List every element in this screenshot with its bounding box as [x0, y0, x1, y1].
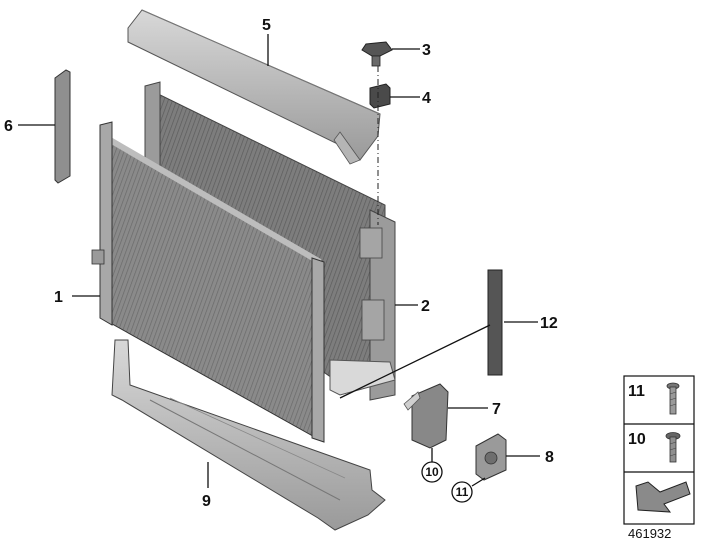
front-direction-arrow-icon [635, 481, 691, 513]
sensor-holder [475, 433, 507, 481]
svg-text:10: 10 [425, 465, 439, 479]
bracket [403, 383, 449, 449]
leader-lines [18, 34, 540, 488]
callout-8: 8 [545, 449, 554, 466]
circled-callout-10: 10 [421, 461, 443, 483]
upper-air-guide [127, 9, 381, 165]
condenser [91, 121, 325, 443]
reference-number: 461932 [628, 526, 671, 541]
callout-12: 12 [540, 315, 558, 332]
callout-4: 4 [422, 90, 431, 107]
circled-callout-11: 11 [451, 481, 473, 503]
bolt-icon [665, 432, 681, 463]
callout-2: 2 [421, 298, 430, 315]
svg-text:11: 11 [456, 485, 469, 499]
callout-1: 1 [54, 289, 63, 306]
side-seal-left [54, 69, 71, 184]
legend-item-10-number: 10 [628, 431, 646, 448]
mounting-clip [361, 41, 393, 67]
side-seal-right [487, 269, 503, 376]
callout-9: 9 [202, 493, 211, 510]
rubber-mount [369, 83, 391, 109]
legend-item-11-number: 11 [628, 383, 645, 400]
screw-icon [666, 382, 680, 415]
callout-5: 5 [262, 17, 271, 34]
callout-3: 3 [422, 42, 431, 59]
fastener-legend: 11 10 [623, 375, 695, 525]
callout-6: 6 [4, 118, 13, 135]
coolant-pipe [329, 359, 396, 396]
callout-7: 7 [492, 401, 501, 418]
lower-air-guide [111, 339, 386, 531]
